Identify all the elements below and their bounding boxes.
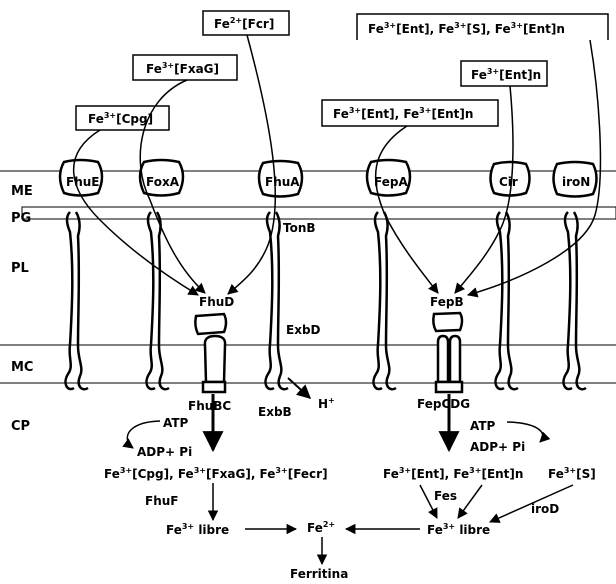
arrow-atp-hydrolysis-left xyxy=(127,421,160,448)
svg-text:FepA: FepA xyxy=(374,175,408,189)
svg-text:FhuE: FhuE xyxy=(66,175,99,189)
svg-text:Fe3+[FxaG]: Fe3+[FxaG] xyxy=(146,61,219,76)
substrate-box-cpg: Fe3+[Cpg] xyxy=(76,106,169,130)
anchor-protein xyxy=(564,212,586,389)
label-irod: iroD xyxy=(531,502,559,516)
region-label-pl: PL xyxy=(11,261,29,276)
anchor-protein xyxy=(66,212,88,389)
substrate-box-entn: Fe3+[Ent]n xyxy=(461,61,547,86)
svg-text:iroN: iroN xyxy=(562,175,590,189)
anchor-protein xyxy=(496,212,518,389)
label-adp-left: ADP+ Pi xyxy=(137,445,192,459)
substrate-box-ent-entn: Fe3+[Ent], Fe3+[Ent]n xyxy=(322,100,498,126)
label-fhud: FhuD xyxy=(199,295,234,309)
fepcdg-transporter xyxy=(436,336,462,392)
arrow-exbb-hplus xyxy=(288,378,310,398)
svg-text:Cir: Cir xyxy=(499,175,518,189)
label-fepcdg: FepCDG xyxy=(417,397,470,411)
region-label-pg: PG xyxy=(11,211,31,226)
peptidoglycan-layer xyxy=(22,207,616,219)
label-complex-left: Fe3+[Cpg], Fe3+[FxaG], Fe3+[Fecr] xyxy=(104,466,328,481)
receptor-fhue: FhuE xyxy=(60,160,102,196)
fhud-binding-protein xyxy=(195,314,226,334)
label-fhuf: FhuF xyxy=(145,494,178,508)
region-labels: ME PG PL MC CP xyxy=(11,184,33,434)
label-exbb: ExbB xyxy=(258,405,292,419)
receptor-fepa: FepA xyxy=(367,160,410,196)
label-fe3-libre-right: Fe3+ libre xyxy=(427,522,490,537)
label-hplus: H+ xyxy=(318,396,335,411)
periplasmic-anchors xyxy=(66,212,586,389)
label-fes: Fes xyxy=(434,489,457,503)
label-fhubc: FhuBC xyxy=(188,399,231,413)
svg-text:Fe3+[Ent], Fe3+[S], Fe3+[Ent]n: Fe3+[Ent], Fe3+[S], Fe3+[Ent]n xyxy=(368,21,565,36)
label-complex-s: Fe3+[S] xyxy=(548,466,596,481)
fhubc-transporter xyxy=(203,336,225,392)
fepb-binding-protein xyxy=(433,313,462,331)
label-atp-left: ATP xyxy=(163,416,189,430)
arrow-fes-entn xyxy=(458,485,482,518)
receptor-iron: iroN xyxy=(554,162,597,197)
label-atp-right: ATP xyxy=(470,419,496,433)
svg-text:Fe3+[Cpg]: Fe3+[Cpg] xyxy=(88,111,153,126)
label-tonb: TonB xyxy=(283,221,316,235)
label-exbd: ExbD xyxy=(286,323,321,337)
label-fepb: FepB xyxy=(430,295,464,309)
region-label-me: ME xyxy=(11,184,33,199)
label-fe2: Fe2+ xyxy=(307,520,335,535)
region-label-cp: CP xyxy=(11,419,30,434)
anchor-protein xyxy=(374,212,396,389)
svg-text:FoxA: FoxA xyxy=(146,175,180,189)
substrate-box-fcr: Fe2+[Fcr] xyxy=(203,11,289,35)
substrate-box-fxag: Fe3+[FxaG] xyxy=(133,55,237,80)
svg-text:FhuA: FhuA xyxy=(265,175,300,189)
arrow-irod xyxy=(490,485,573,522)
membrane-lines xyxy=(0,171,616,383)
region-label-mc: MC xyxy=(11,360,33,375)
arrow-atp-hydrolysis-right xyxy=(507,422,543,442)
receptor-fhua: FhuA xyxy=(259,161,302,197)
label-complex-right: Fe3+[Ent], Fe3+[Ent]n xyxy=(383,466,523,481)
anchor-protein xyxy=(266,212,288,389)
svg-text:Fe3+[Ent]n: Fe3+[Ent]n xyxy=(471,67,541,82)
substrate-box-multi: Fe3+[Ent], Fe3+[S], Fe3+[Ent]n xyxy=(357,14,608,40)
label-adp-right: ADP+ Pi xyxy=(470,440,525,454)
label-fe3-libre-left: Fe3+ libre xyxy=(166,522,229,537)
svg-text:Fe2+[Fcr]: Fe2+[Fcr] xyxy=(214,16,274,31)
label-ferritina: Ferritina xyxy=(290,567,348,581)
